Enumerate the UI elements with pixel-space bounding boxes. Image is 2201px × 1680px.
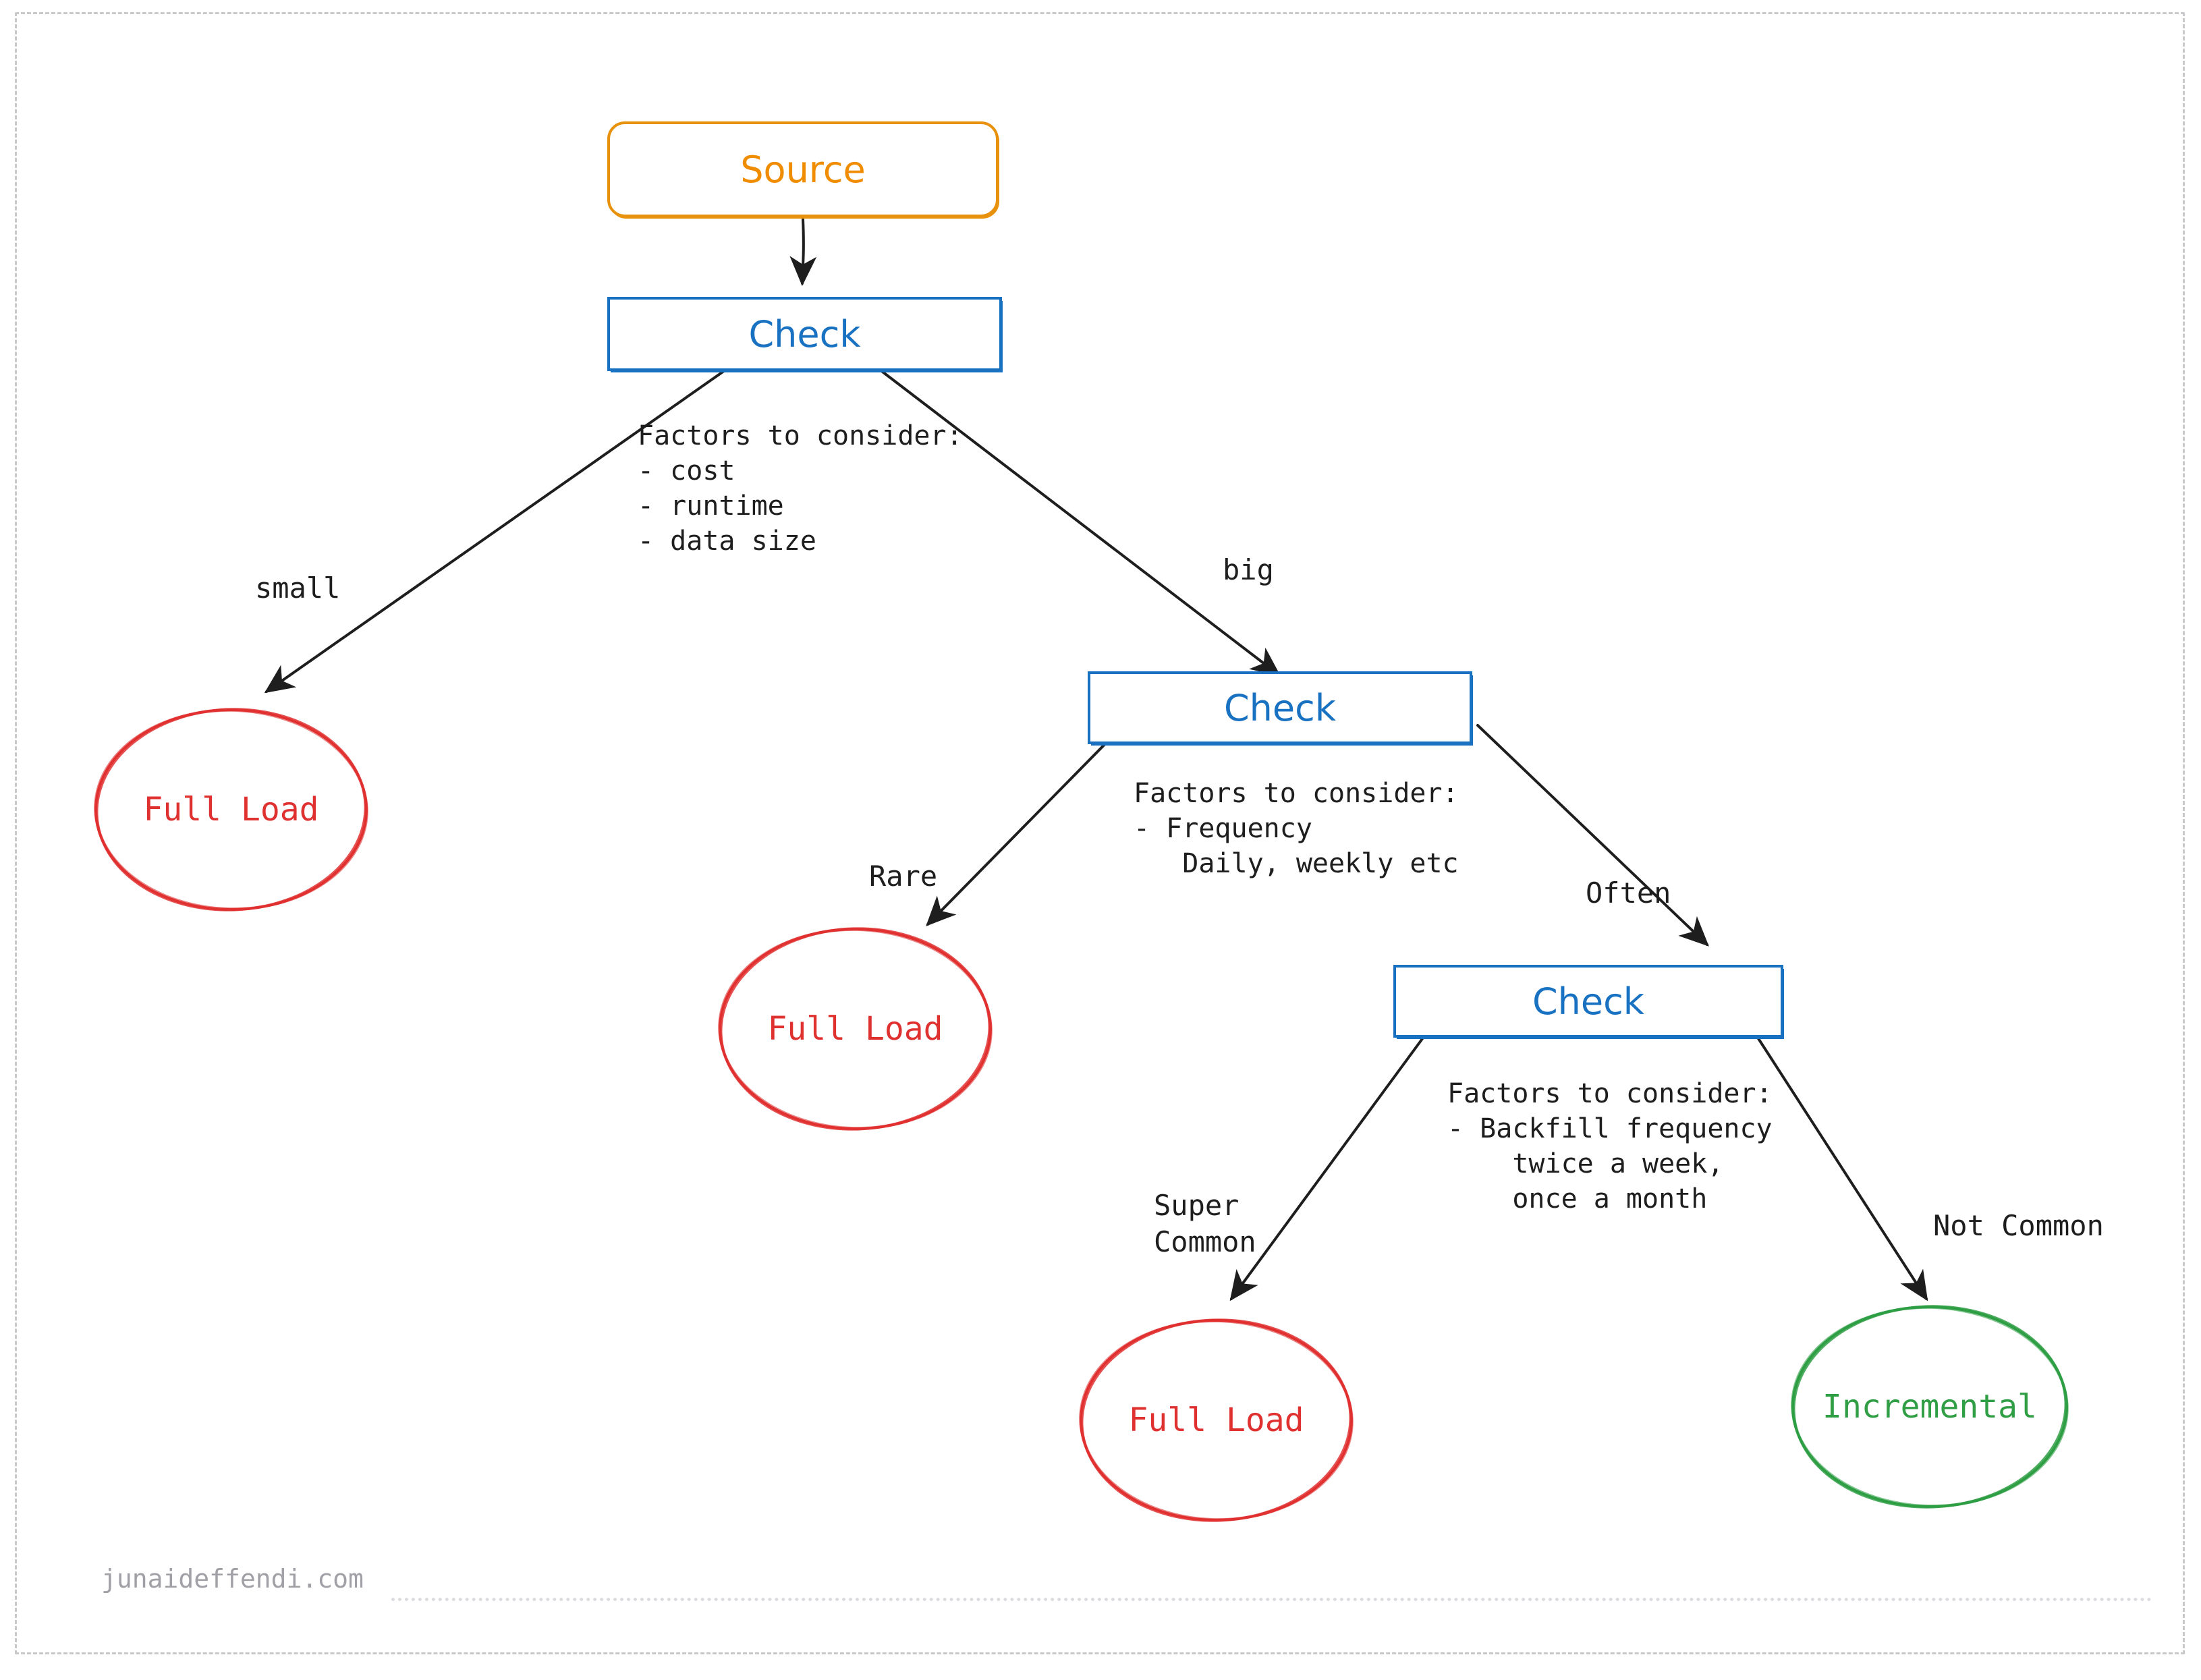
node-check-1-label: Check <box>748 312 861 356</box>
node-full-load-3-label: Full Load <box>1128 1401 1304 1439</box>
edge-check2-to-fullload2 <box>926 724 1125 926</box>
node-source[interactable]: Source <box>607 121 999 217</box>
footer-dotted-rule <box>391 1598 2152 1601</box>
edge-check3-to-incremental <box>1753 1031 1928 1301</box>
node-source-label: Source <box>740 148 866 191</box>
ellipse-ring-outer <box>1080 1319 1353 1521</box>
node-check-2[interactable]: Check <box>1088 671 1472 744</box>
edge-label-rare: Rare <box>869 860 938 893</box>
annotation-factors-1: Factors to consider: - cost - runtime - … <box>638 420 963 557</box>
annotation-factors-3: Factors to consider: - Backfill frequenc… <box>1447 1078 1773 1214</box>
edge-check2-to-check3 <box>1476 724 1709 947</box>
node-check-1[interactable]: Check <box>607 297 1002 371</box>
ellipse-ring-outer <box>94 708 368 911</box>
annotation-factors-2: Factors to consider: - Frequency Daily, … <box>1134 778 1459 879</box>
edge-label-big: big <box>1223 553 1274 586</box>
edge-check3-to-fullload3 <box>1229 1031 1428 1301</box>
node-check-2-label: Check <box>1223 686 1337 729</box>
edge-label-often: Often <box>1586 876 1671 909</box>
node-full-load-1-label: Full Load <box>143 791 319 829</box>
node-full-load-3[interactable]: Full Load <box>1076 1313 1356 1528</box>
node-full-load-2-label: Full Load <box>767 1010 943 1048</box>
edge-label-super-common: Super Common <box>1154 1189 1256 1258</box>
node-incremental[interactable]: Incremental <box>1788 1299 2071 1514</box>
watermark-text: junaideffendi.com <box>101 1564 364 1594</box>
ellipse-ring-outer <box>719 928 992 1130</box>
node-check-3[interactable]: Check <box>1393 965 1783 1038</box>
node-incremental-label: Incremental <box>1822 1388 2037 1426</box>
edge-label-not-common: Not Common <box>1933 1209 2104 1242</box>
node-check-3-label: Check <box>1532 980 1645 1023</box>
edge-source-to-check1 <box>789 218 817 286</box>
edge-label-small: small <box>255 571 341 605</box>
node-full-load-1[interactable]: Full Load <box>91 702 371 917</box>
ellipse-ring-outer <box>1791 1306 2068 1508</box>
node-full-load-2[interactable]: Full Load <box>715 922 995 1136</box>
